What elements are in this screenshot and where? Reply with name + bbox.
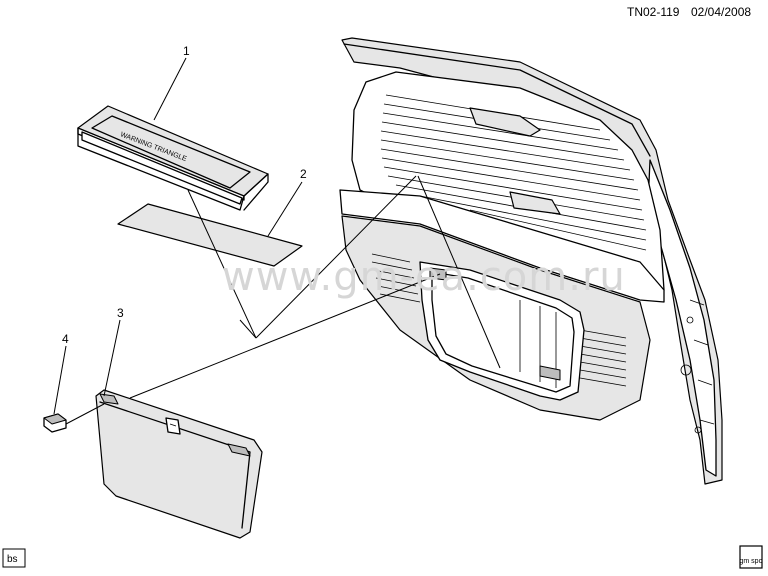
- access-cover: [95, 389, 263, 539]
- gm-spo-logo: gm spo: [739, 545, 763, 569]
- callout-1: 1: [183, 44, 190, 58]
- leader-lines: [53, 57, 501, 425]
- callout-3: 3: [117, 306, 124, 320]
- watermark: www.gm-ea.com.ru: [222, 254, 626, 300]
- callout-4: 4: [62, 332, 69, 346]
- warning-triangle-box: WARNING TRIANGLE: [77, 105, 269, 211]
- liftgate-assembly: [339, 37, 723, 485]
- badge-text: bs: [7, 554, 18, 565]
- pad: [117, 203, 303, 267]
- logo-text: gm spo: [740, 558, 763, 565]
- callout-2: 2: [300, 167, 307, 181]
- drawing-date: 02/04/2008: [691, 5, 751, 19]
- trim-vent-left: [371, 253, 421, 303]
- trim-vent-right: [579, 329, 627, 387]
- drawing-id: TN02-119: [627, 5, 680, 19]
- clip: [43, 413, 67, 433]
- footer-badge-left: bs: [2, 548, 26, 568]
